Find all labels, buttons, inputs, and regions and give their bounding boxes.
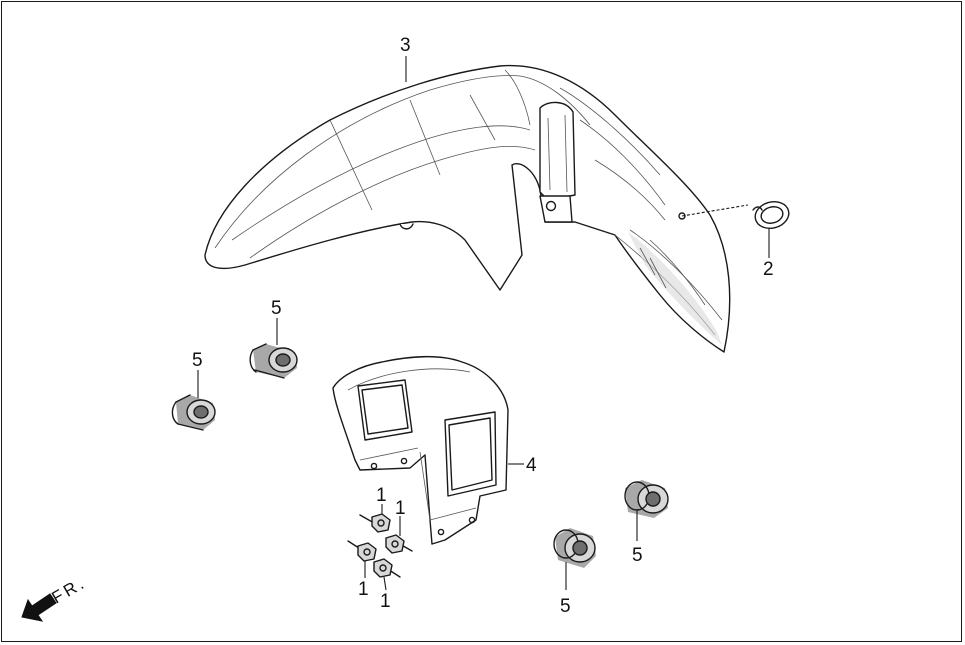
callout-part-4: 4 [526, 455, 537, 476]
callout-part-5-upper-left: 5 [271, 298, 282, 319]
front-fender [204, 64, 731, 353]
callout-numbers: 3 2 5 5 4 1 1 1 1 5 5 [192, 35, 774, 617]
bolt-lower-left [347, 540, 377, 562]
callout-part-5-lower-right: 5 [560, 596, 571, 617]
callout-part-1-upper-left: 1 [376, 485, 387, 506]
callout-part-5-lower-left: 5 [192, 350, 203, 371]
grommet-left-upper [249, 343, 298, 379]
bolt-upper-right [385, 534, 413, 554]
front-direction-indicator: FR. [21, 573, 90, 622]
bolt-upper-left [359, 513, 391, 533]
front-arrow-icon [21, 593, 57, 622]
grommet-right-lower [553, 528, 596, 568]
leader-lines [197, 56, 770, 591]
bolt-lower-right [373, 558, 401, 578]
callout-part-3: 3 [400, 35, 411, 56]
fender-bracket [332, 356, 509, 545]
front-label: FR. [49, 573, 90, 608]
fender-clip [681, 200, 790, 230]
callout-part-5-upper-right: 5 [632, 545, 643, 566]
grommet-left-lower [171, 394, 216, 431]
callout-part-1-upper-right: 1 [395, 498, 406, 519]
callout-part-1-lower-left: 1 [358, 579, 369, 600]
callout-part-2: 2 [763, 259, 774, 280]
grommet-right-upper [624, 480, 669, 518]
callout-part-1-lower-right: 1 [380, 591, 391, 612]
